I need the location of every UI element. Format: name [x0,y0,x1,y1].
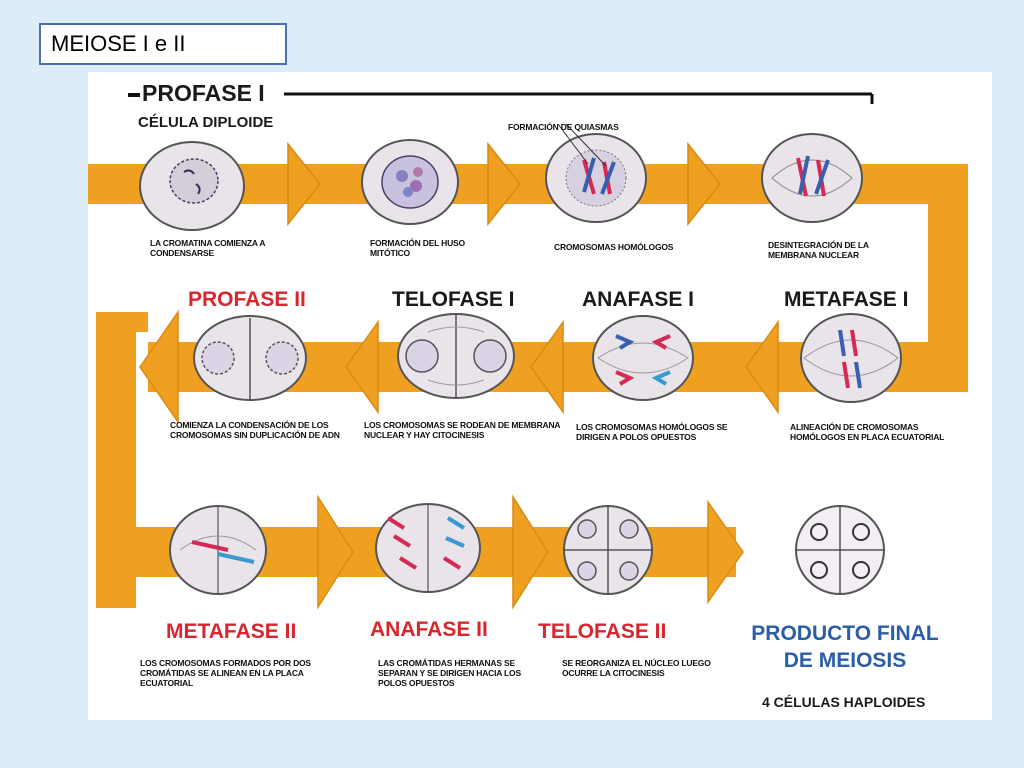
caption-row2-3: LOS CROMOSOMAS HOMÓLOGOS SE DIRIGEN A PO… [576,422,728,442]
cell-row2-3 [592,315,694,401]
caption-row2-2: LOS CROMOSOMAS SE RODEAN DE MEMBRANA NUC… [364,420,561,440]
final-product-line2: DE MEIOSIS [783,649,907,672]
phase-anafase-i: ANAFASE I [582,288,695,311]
cell-row3-2 [375,503,481,593]
caption-row3-2: LAS CROMÁTIDAS HERMANAS SE SEPARAN Y SE … [378,658,521,688]
phase-anafase-ii: ANAFASE II [370,618,488,641]
final-product-line1: PRODUCTO FINAL [751,622,939,645]
caption-row3-1: LOS CROMOSOMAS FORMADOS POR DOS CROMÁTID… [140,658,311,688]
caption-row1-1: LA CROMATINA COMIENZA A CONDENSARSE [150,238,266,258]
final-product-title: PRODUCTO FINAL DE MEIOSIS [740,620,950,674]
diagram-graphics [88,92,968,610]
phase-profase-ii: PROFASE II [188,288,306,311]
header-bracket [128,92,874,104]
cell-row2-4 [800,313,902,403]
cell-final [795,505,885,595]
cell-row2-1 [193,315,307,401]
cell-row1-4 [761,133,863,223]
caption-row1-4: DESINTEGRACIÓN DE LA MEMBRANA NUCLEAR [768,240,869,260]
phase-metafase-ii: METAFASE II [166,620,297,643]
caption-row2-4: ALINEACIÓN DE CROMOSOMAS HOMÓLOGOS EN PL… [790,422,945,442]
cell-row1-2 [361,139,459,225]
slide-title: MEIOSE I e II [39,23,287,65]
cell-row3-3 [563,505,653,595]
meiosis-diagram: PROFASE I CÉLULA DIPLOIDE FORMACIÓN DE Q… [88,72,992,720]
final-product-subtitle: 4 CÉLULAS HAPLOIDES [762,694,926,710]
phase-telofase-ii: TELOFASE II [538,620,667,643]
cell-row3-1 [169,505,267,595]
chiasma-label: FORMACIÓN DE QUIASMAS [508,122,619,132]
cell-row1-3 [545,123,647,223]
caption-row3-3: SE REORGANIZA EL NÚCLEO LUEGO OCURRE LA … [562,658,711,678]
caption-row2-1: COMIENZA LA CONDENSACIÓN DE LOS CROMOSOM… [170,420,340,440]
caption-row1-3: CROMOSOMAS HOMÓLOGOS [554,242,674,252]
cell-row2-2 [397,313,515,399]
header-profase-i: PROFASE I [142,80,265,106]
caption-row1-2: FORMACIÓN DEL HUSO MITÓTICO [370,238,465,258]
subheader-celula-diploide: CÉLULA DIPLOIDE [138,114,274,131]
phase-telofase-i: TELOFASE I [392,288,515,311]
cell-row1-1 [139,141,245,231]
phase-metafase-i: METAFASE I [784,288,909,311]
